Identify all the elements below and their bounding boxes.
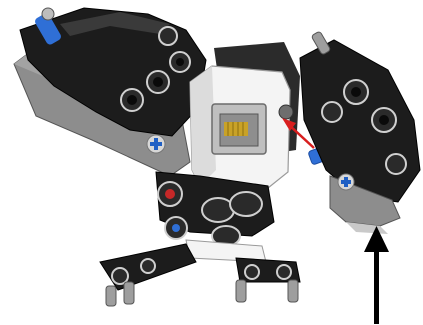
- frame-hole: [322, 102, 342, 122]
- frame-hole: [176, 58, 184, 66]
- frame-hole: [379, 115, 389, 125]
- leg-cylinder: [202, 198, 234, 222]
- frame-hole: [351, 87, 361, 97]
- black-up-arrow-icon: [364, 226, 389, 324]
- hub-red-center: [165, 189, 175, 199]
- frame-hole: [153, 77, 163, 87]
- blue-cross-icon: [338, 174, 354, 190]
- foot-hole: [277, 265, 291, 279]
- right-black-frame: [300, 40, 420, 202]
- hub-blue-center: [172, 224, 180, 232]
- foot-hole: [112, 268, 128, 284]
- lower-body-assembly: [100, 172, 300, 306]
- gray-foot-pin: [124, 282, 134, 304]
- gray-axle-end: [42, 8, 54, 20]
- frame-hole: [127, 95, 137, 105]
- gray-foot-pin: [288, 280, 298, 302]
- frame-hole: [386, 154, 406, 174]
- leg-cylinder: [230, 192, 262, 216]
- right-arm-assembly: [300, 31, 420, 234]
- gray-foot-pin: [236, 280, 246, 302]
- left-arm-assembly: [14, 8, 206, 176]
- hub-axle-hole: [279, 105, 293, 119]
- gray-foot-pin: [106, 286, 116, 306]
- frame-hole: [159, 27, 177, 45]
- hub-assembly: [190, 42, 300, 188]
- blue-cross-icon: [147, 135, 165, 153]
- foot-hole: [141, 259, 155, 273]
- foot-hole: [245, 265, 259, 279]
